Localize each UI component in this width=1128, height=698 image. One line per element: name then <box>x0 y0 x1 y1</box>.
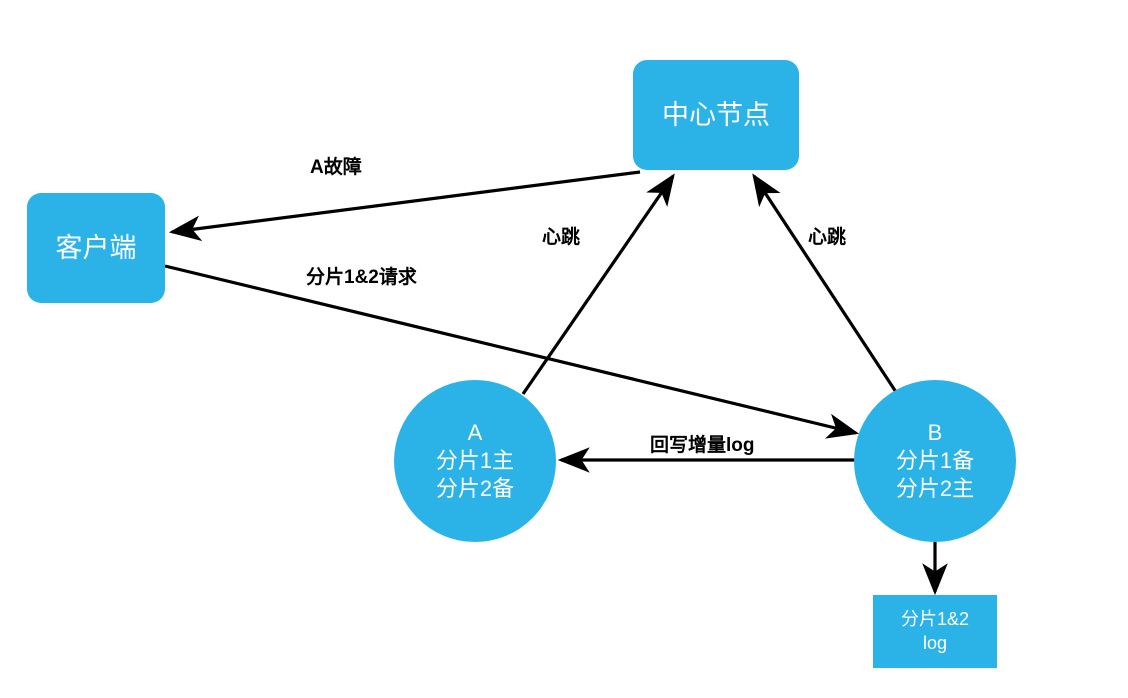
node-a-label-3: 分片2备 <box>435 476 515 502</box>
node-b[interactable]: B 分片1备 分片2主 <box>854 380 1016 542</box>
edge-label-heartbeat-a: 心跳 <box>542 227 581 248</box>
edge-label-a-fault: A故障 <box>310 157 362 178</box>
edge-heartbeat-a <box>521 173 675 395</box>
node-log-label-1: 分片1&2 <box>900 609 970 630</box>
node-center-label-1: 中心节点 <box>662 99 770 130</box>
node-client[interactable]: 客户端 <box>27 193 165 303</box>
node-a-label-1: A <box>467 419 483 445</box>
node-b-label-1: B <box>927 419 943 445</box>
edge-heartbeat-b <box>752 173 898 393</box>
node-log[interactable]: 分片1&2 log <box>873 595 997 668</box>
node-b-label-3: 分片2主 <box>895 476 975 502</box>
node-client-label-1: 客户端 <box>55 232 137 263</box>
edge-request <box>164 264 860 439</box>
node-center[interactable]: 中心节点 <box>633 60 799 170</box>
node-a-label-2: 分片1主 <box>435 447 515 473</box>
node-a[interactable]: A 分片1主 分片2备 <box>394 380 556 542</box>
edge-label-writeback: 回写增量log <box>650 435 755 456</box>
node-b-label-2: 分片1备 <box>895 447 975 473</box>
edge-label-request: 分片1&2请求 <box>306 267 417 288</box>
edge-label-heartbeat-b: 心跳 <box>808 227 847 248</box>
edge-a-fault <box>168 170 641 242</box>
node-log-label-2: log <box>922 632 948 653</box>
